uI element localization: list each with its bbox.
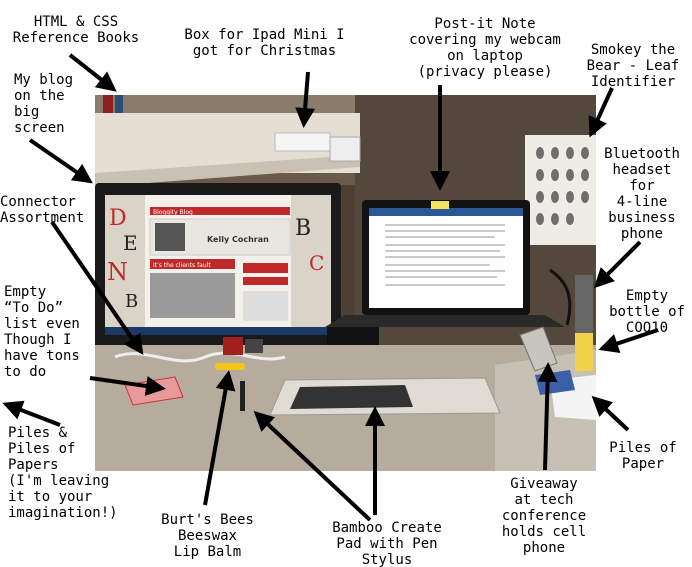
label-smokey-bear: Smokey the Bear - Leaf Identifier	[586, 42, 680, 90]
headset-cable	[549, 268, 572, 326]
laptop-base	[325, 315, 565, 327]
blog-title: Bloggity Blog	[153, 209, 193, 216]
ipad-mini-box	[274, 132, 331, 152]
shelf-edge	[95, 155, 360, 187]
book	[115, 95, 123, 117]
label-ipad-box: Box for Ipad Mini I got for Christmas	[184, 27, 345, 59]
blog-author: Kelly Cochran	[207, 235, 269, 244]
blog-post-title: It's the clients fault	[153, 262, 211, 269]
svg-text:E: E	[123, 231, 138, 255]
arrow-bluetooth	[593, 240, 642, 289]
shelf-top	[95, 95, 355, 113]
arrow-blog	[28, 138, 93, 184]
arrow-papers-right	[591, 395, 630, 432]
desk-photo: D E N B B C Bloggity Blog Kelly Cochran …	[95, 95, 596, 471]
connector-box	[223, 337, 243, 355]
pen-stylus	[240, 381, 245, 411]
label-post-it: Post-it Note covering my webcam on lapto…	[409, 16, 561, 80]
label-burts-bees: Burt's Bees Beeswax Lip Balm	[161, 512, 254, 560]
label-papers-right: Piles of Paper	[609, 440, 677, 472]
svg-text:N: N	[107, 258, 128, 286]
desk-scene: D E N B B C Bloggity Blog Kelly Cochran …	[95, 95, 596, 471]
bluetooth-headset	[575, 275, 593, 335]
label-blog-screen: My blog on the big screen	[14, 72, 74, 136]
arrow-papers-left	[2, 400, 61, 427]
book	[103, 95, 113, 117]
svg-text:C: C	[309, 251, 324, 275]
white-box	[329, 136, 361, 162]
label-papers-left: Piles & Piles of Papers (I'm leaving it …	[8, 425, 118, 521]
label-bluetooth: Bluetooth headset for 4-line business ph…	[604, 146, 680, 242]
svg-text:B: B	[295, 216, 311, 241]
laptop-screen	[369, 208, 523, 308]
svg-text:D: D	[109, 206, 127, 231]
label-giveaway: Giveaway at tech conference holds cell p…	[501, 476, 587, 556]
label-html-css-books: HTML & CSS Reference Books	[12, 14, 140, 46]
label-coq10: Empty bottle of COQ10	[609, 288, 685, 336]
label-todo-list: Empty “To Do” list even Though I have to…	[4, 284, 80, 380]
lip-balm	[215, 363, 245, 370]
coq10-bottle	[575, 333, 593, 371]
label-bamboo-pad: Bamboo Create Pad with Pen Stylus	[332, 520, 442, 567]
label-connectors: Connector Assortment	[0, 194, 85, 226]
svg-text:B: B	[125, 291, 138, 312]
post-it-note	[431, 201, 449, 209]
